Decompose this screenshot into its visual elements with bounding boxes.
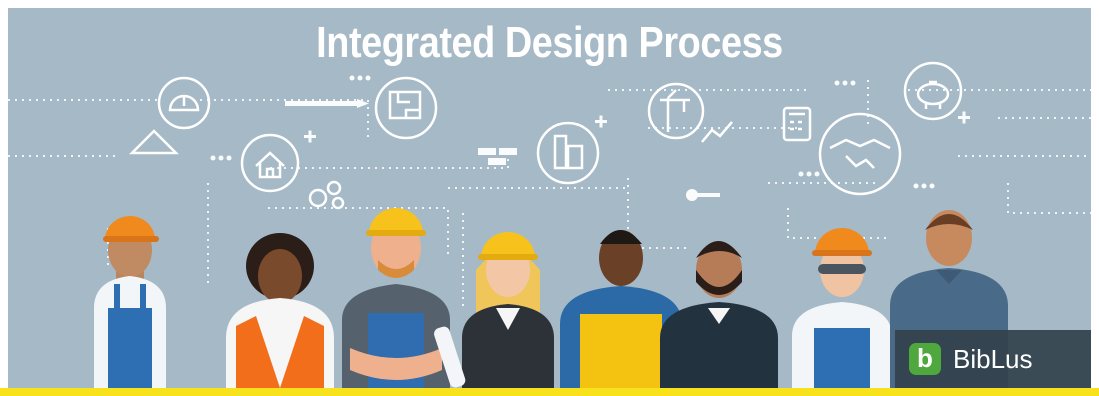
pencil-icon xyxy=(285,99,369,108)
plus-icons xyxy=(304,111,970,143)
key-icon xyxy=(686,189,720,201)
banner-title: Integrated Design Process xyxy=(316,18,783,67)
worker-orange-vest xyxy=(226,233,334,388)
chart-icon xyxy=(701,121,733,143)
worker-bearded-sweater xyxy=(660,241,778,388)
helmet-icon xyxy=(157,76,211,130)
worker-yellow-overalls xyxy=(560,230,682,388)
biblus-logo-mark: b xyxy=(909,343,941,375)
worker-orange-helmet xyxy=(94,216,166,388)
biblus-logo-text: BibLus xyxy=(953,343,1033,374)
worker-blonde-plans xyxy=(434,232,554,388)
gears-icon xyxy=(308,180,345,210)
blueprint-icon xyxy=(374,76,438,140)
house-icon xyxy=(240,133,300,193)
accent-bar xyxy=(0,388,1099,396)
buildings-icon xyxy=(536,121,600,185)
crane-icon xyxy=(647,82,705,140)
biblus-logo: b BibLus xyxy=(895,330,1091,388)
worker-yellow-helmet-beard xyxy=(342,208,450,388)
piggy-bank-icon xyxy=(903,61,963,121)
dotted-network xyxy=(8,80,1091,308)
ruler-icon xyxy=(128,129,180,155)
illustration xyxy=(8,61,1091,388)
calculator-icon xyxy=(782,106,812,142)
bricks-icon xyxy=(478,148,517,165)
handshake-icon xyxy=(818,112,902,196)
worker-goggles xyxy=(792,228,892,388)
hero-panel: Integrated Design Process b BibLus xyxy=(8,8,1091,388)
dots-decoration xyxy=(210,75,935,189)
